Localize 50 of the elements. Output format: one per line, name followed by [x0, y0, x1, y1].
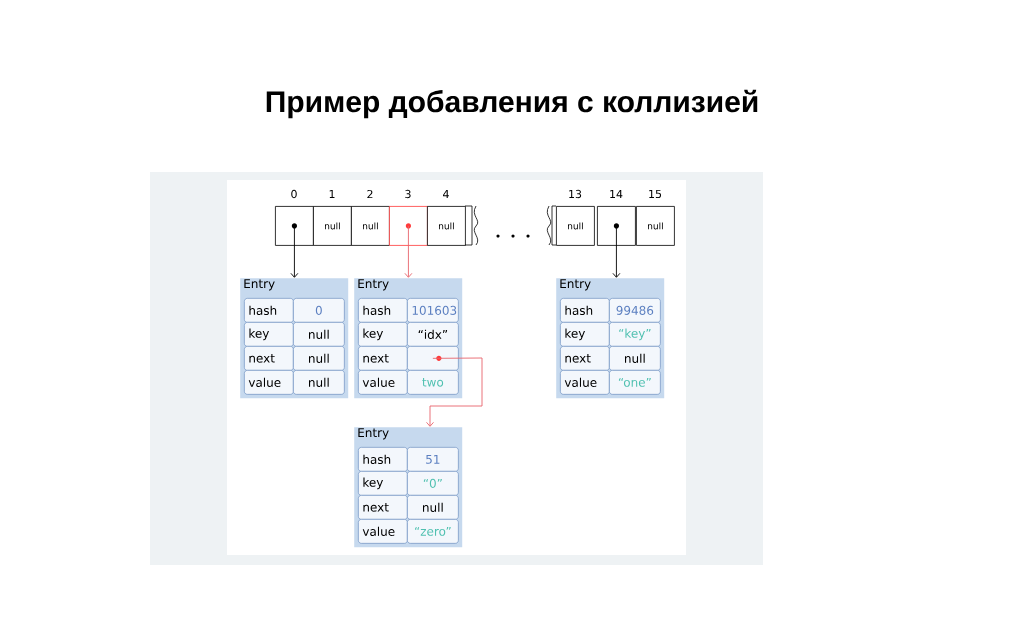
field-value-cell: “zero” [407, 519, 459, 544]
field-name-cell: value [560, 370, 610, 395]
field-value-cell: “idx” [407, 322, 459, 347]
index-label: 2 [367, 189, 373, 199]
index-label: 14 [610, 190, 623, 198]
field-value-cell: null [293, 322, 345, 347]
title: Пример добавления с коллизией [266, 89, 758, 119]
field-value-cell: 0 [293, 298, 345, 323]
arrow [404, 225, 413, 278]
index-label: 0 [291, 189, 297, 199]
index-label: 3 [405, 189, 411, 199]
arrow [612, 225, 621, 278]
field-name-cell: key [244, 322, 294, 347]
field-name-cell: key [560, 322, 610, 347]
index-label: 4 [443, 190, 449, 198]
field-name-cell: value [358, 519, 408, 544]
field-name-cell: next [560, 346, 610, 371]
field-name-cell: next [358, 495, 408, 520]
field-name-cell: hash [358, 447, 408, 472]
index-label: 13 [569, 189, 582, 199]
arrow [426, 357, 483, 427]
index-label: 15 [649, 189, 662, 199]
field-name-cell: value [358, 370, 408, 395]
field-value-cell [407, 346, 459, 371]
field-value-cell: null [293, 346, 345, 371]
array-cell: null [556, 206, 595, 246]
field-name-cell: next [244, 346, 294, 371]
field-name-cell: value [244, 370, 294, 395]
field-name-cell: hash [560, 298, 610, 323]
field-value-cell: 51 [407, 447, 459, 472]
field-value-cell: null [407, 495, 459, 520]
field-value-cell: null [293, 370, 345, 395]
field-name-cell: next [358, 346, 408, 371]
field-name-cell: key [358, 322, 408, 347]
field-value-cell: 99486 [609, 298, 661, 323]
field-value-cell: two [407, 370, 459, 395]
field-value-cell: “key” [609, 322, 661, 347]
field-name-cell: hash [244, 298, 294, 323]
field-value-cell: “one” [609, 370, 661, 395]
field-value-cell: 101603 [407, 298, 459, 323]
arrow [290, 225, 299, 278]
field-name-cell: hash [358, 298, 408, 323]
array-cell: null [351, 206, 390, 246]
array-cell: null [427, 206, 466, 246]
field-name-cell: key [358, 471, 408, 496]
array-cell: null [313, 206, 352, 246]
field-value-cell: “0” [407, 471, 459, 496]
array-cell: null [636, 206, 675, 246]
field-value-cell: null [609, 346, 661, 371]
index-label: 1 [329, 190, 335, 198]
